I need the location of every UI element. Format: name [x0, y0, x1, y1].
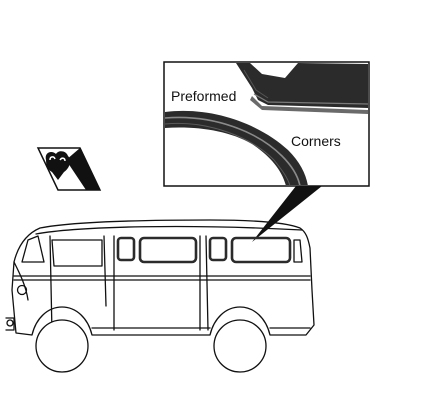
label-preformed: Preformed [171, 88, 237, 104]
inset-photo [163, 61, 370, 187]
window-seals [116, 236, 292, 264]
seal-top-corner [236, 63, 368, 108]
callout-pointer [252, 186, 322, 242]
label-corners: Corners [291, 133, 341, 149]
seal-profile-icon [36, 147, 102, 191]
bus-drawing [5, 219, 315, 373]
seal-bottom-corner [165, 111, 308, 185]
